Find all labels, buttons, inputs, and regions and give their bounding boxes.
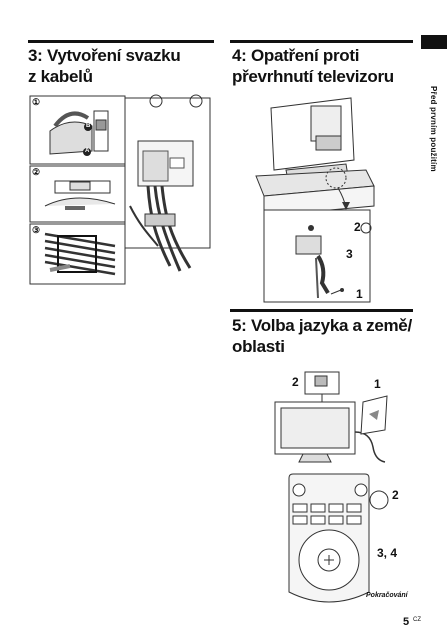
section3-title-line1: 3: Vytvoření svazku — [28, 46, 181, 65]
callout-3-4-navigation: 3, 4 — [377, 546, 398, 560]
section3-rule — [28, 40, 214, 43]
callout-1-screw: 1 — [356, 287, 363, 301]
callout-2-remote-power: 2 — [392, 488, 399, 502]
anti-tip-illustration — [255, 97, 375, 303]
marker-a: A — [85, 148, 90, 154]
page-number: 5 — [403, 616, 410, 628]
section-tab-marker — [421, 35, 447, 49]
callout-3-strap: 3 — [346, 247, 353, 261]
remote-power-highlight-icon — [369, 490, 389, 510]
section5-title-line1: 5: Volba jazyka a země/ — [232, 316, 412, 335]
marker-b: B — [86, 123, 91, 129]
step-1-number: ① — [32, 97, 41, 107]
callout-2-bracket: 2 — [354, 220, 361, 234]
section5-title-line2: oblasti — [232, 337, 285, 356]
remote-illustration — [288, 473, 370, 603]
section5-rule — [230, 309, 413, 312]
section4-rule — [230, 40, 413, 43]
page-language-code: CZ — [413, 617, 421, 623]
side-section-label: Před prvním použitím — [429, 86, 438, 172]
section4-title-line2: převrhnutí televizoru — [232, 67, 394, 86]
tv-power-illustration — [274, 371, 388, 463]
cable-bundle-illustration — [29, 94, 211, 285]
step-2-number: ② — [32, 167, 41, 177]
section4-title-line1: 4: Opatření proti — [232, 46, 360, 65]
callout-2-power-button: 2 — [292, 375, 299, 389]
continued-label: Pokračování — [366, 592, 408, 599]
section3-title-line2: z kabelů — [28, 67, 93, 86]
callout-1-mains-cable: 1 — [374, 377, 381, 391]
step-3-number: ③ — [32, 225, 41, 235]
